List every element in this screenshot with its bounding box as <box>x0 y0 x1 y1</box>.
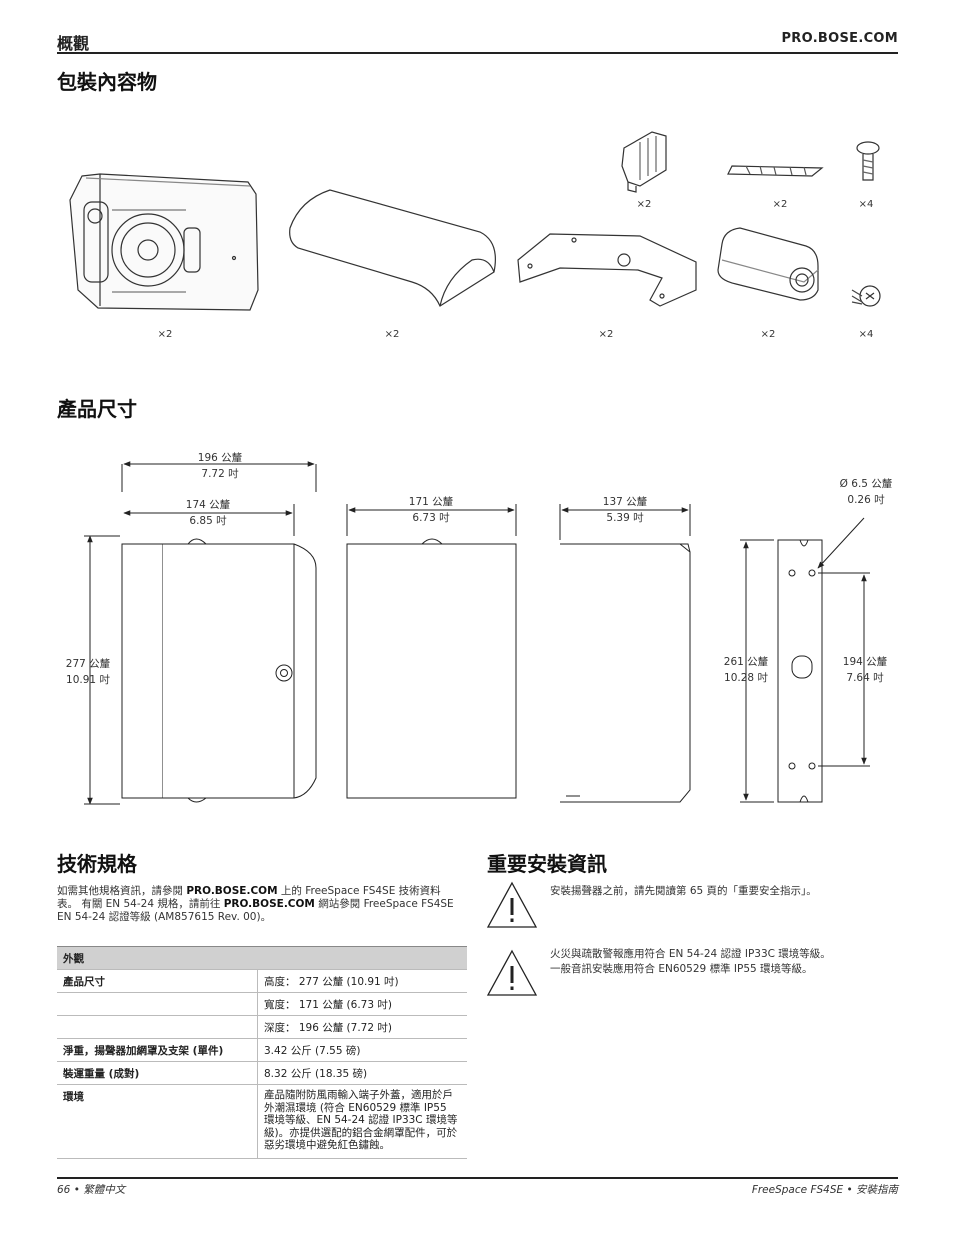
table-row: 環境 產品隨附防風雨輸入端子外蓋，適用於戶外潮濕環境 (符合 EN60529 標… <box>57 1084 467 1159</box>
environment-label: 環境 <box>57 1084 258 1159</box>
dim-171-in: 6.73 吋 <box>412 512 450 524</box>
qty-badge: ×2 <box>772 199 788 210</box>
dim-171-mm: 171 公釐 <box>408 496 454 508</box>
spec-section-row: 外觀 <box>57 946 467 970</box>
table-row: 裝運重量 (成對) 8.32 公斤 (18.35 磅) <box>57 1061 467 1085</box>
warning-text-1: 安裝揚聲器之前，請先閱讀第 65 頁的「重要安全指示」。 <box>550 885 817 897</box>
net-weight-label: 淨重，揚聲器加網罩及支架 (單件) <box>57 1038 258 1062</box>
intro-link-1[interactable]: PRO.BOSE.COM <box>186 885 278 897</box>
size-depth: 深度： 196 公釐 (7.72 吋) <box>257 1015 467 1039</box>
empty-cell <box>57 992 258 1016</box>
warning-line-a: 火災與疏散警報應用符合 EN 54-24 認證 IP33C 環境等級。 <box>550 948 831 960</box>
dim-bracket-depth: 137 公釐 5.39 吋 <box>575 494 675 526</box>
warning-text-2: 火災與疏散警報應用符合 EN 54-24 認證 IP33C 環境等級。 一般音訊… <box>550 947 895 977</box>
ship-weight-value: 8.32 公斤 (18.35 磅) <box>257 1061 467 1085</box>
dim-194-mm: 194 公釐 <box>842 656 888 668</box>
section-heading: 概觀 <box>57 34 90 53</box>
qty-screw-large: ×4 <box>858 199 874 210</box>
qty-speaker: ×2 <box>157 329 173 340</box>
qty-connector: ×2 <box>636 199 652 210</box>
spec-table: 外觀 產品尺寸 高度： 277 公釐 (10.91 吋) 寬度： 171 公釐 … <box>57 946 467 1159</box>
header-rule <box>57 52 898 54</box>
dim-137-mm: 137 公釐 <box>602 496 648 508</box>
dim-196-mm: 196 公釐 <box>197 452 243 464</box>
warning-line-b: 一般音訊安裝應用符合 EN60529 標準 IP55 環境等級。 <box>550 963 813 975</box>
footer-page-number: 66 • 繁體中文 <box>57 1184 126 1196</box>
bracket-drawing <box>517 233 697 307</box>
qty-cover: ×2 <box>760 329 776 340</box>
dim-277-mm: 277 公釐 <box>65 658 111 670</box>
specs-title: 技術規格 <box>57 852 137 876</box>
dim-depth-total: 196 公釐 7.72 吋 <box>170 450 270 482</box>
net-weight-value: 3.42 公斤 (7.55 磅) <box>257 1038 467 1062</box>
dim-65-mm: Ø 6.5 公釐 <box>839 478 893 490</box>
size-width: 寬度： 171 公釐 (6.73 吋) <box>257 992 467 1016</box>
qty-bracket: ×2 <box>598 329 614 340</box>
dim-depth-body: 174 公釐 6.85 吋 <box>158 497 258 529</box>
dim-height: 277 公釐 10.91 吋 <box>38 656 138 688</box>
specs-intro: 如需其他規格資訊，請參閱 PRO.BOSE.COM 上的 FreeSpace F… <box>57 885 457 924</box>
screw-small-drawing <box>851 285 881 307</box>
contents-title: 包裝內容物 <box>57 70 157 94</box>
intro-text-3: 網站參閱 FreeSpace FS4SE EN 54-24 認證等級 (AM85… <box>57 898 454 923</box>
grille-drawing <box>289 189 496 307</box>
dim-width: 171 公釐 6.73 吋 <box>381 494 481 526</box>
connector-drawing <box>621 131 667 193</box>
dim-174-in: 6.85 吋 <box>189 515 227 527</box>
size-label: 產品尺寸 <box>57 969 258 993</box>
dim-bracket-height: 261 公釐 10.28 吋 <box>696 654 796 686</box>
dim-196-in: 7.72 吋 <box>201 468 239 480</box>
badge-drawing <box>727 165 824 177</box>
dim-hole-diameter: Ø 6.5 公釐 0.26 吋 <box>816 476 916 508</box>
dim-261-mm: 261 公釐 <box>723 656 769 668</box>
contents-illustration <box>69 131 881 311</box>
website-link[interactable]: PRO.BOSE.COM <box>781 31 898 46</box>
dim-137-in: 5.39 吋 <box>606 512 644 524</box>
intro-text-1: 如需其他規格資訊，請參閱 <box>57 885 187 897</box>
dim-hole-spacing: 194 公釐 7.64 吋 <box>815 654 915 686</box>
table-row: 深度： 196 公釐 (7.72 吋) <box>57 1015 467 1039</box>
dimensions-title: 產品尺寸 <box>57 397 137 421</box>
screw-large-drawing <box>856 141 880 181</box>
table-row: 產品尺寸 高度： 277 公釐 (10.91 吋) <box>57 969 467 993</box>
dim-277-in: 10.91 吋 <box>66 674 110 686</box>
footer-document-title: FreeSpace FS4SE • 安裝指南 <box>751 1184 898 1196</box>
warning-icon <box>486 949 538 996</box>
qty-screw-small: ×4 <box>858 329 874 340</box>
safety-title: 重要安裝資訊 <box>487 852 607 876</box>
spec-section-heading: 外觀 <box>57 946 467 970</box>
ship-weight-label: 裝運重量 (成對) <box>57 1061 258 1085</box>
dim-261-in: 10.28 吋 <box>724 672 768 684</box>
footer-rule <box>57 1177 898 1179</box>
dim-65-in: 0.26 吋 <box>847 494 885 506</box>
dim-194-in: 7.64 吋 <box>846 672 884 684</box>
table-row: 淨重，揚聲器加網罩及支架 (單件) 3.42 公斤 (7.55 磅) <box>57 1038 467 1062</box>
warning-icon <box>486 881 538 928</box>
qty-grille: ×2 <box>384 329 400 340</box>
size-height: 高度： 277 公釐 (10.91 吋) <box>257 969 467 993</box>
dimensions-drawing <box>84 461 870 805</box>
dim-174-mm: 174 公釐 <box>185 499 231 511</box>
intro-link-2[interactable]: PRO.BOSE.COM <box>223 898 315 910</box>
speaker-drawing <box>69 173 259 311</box>
cover-drawing <box>717 227 819 301</box>
intro-text-2: 上的 FreeSpace FS4SE 技術資料表。 有關 EN 54-24 規格… <box>57 885 441 910</box>
empty-cell <box>57 1015 258 1039</box>
table-row: 寬度： 171 公釐 (6.73 吋) <box>57 992 467 1016</box>
environment-value: 產品隨附防風雨輸入端子外蓋，適用於戶外潮濕環境 (符合 EN60529 標準 I… <box>257 1084 467 1159</box>
